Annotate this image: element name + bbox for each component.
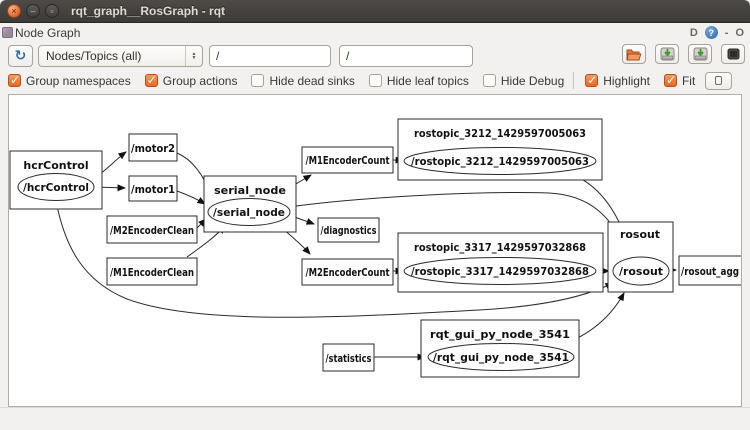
dock-header: Node Graph D ? - O <box>0 23 750 42</box>
checkbox-hide-leaf-topics[interactable]: Hide leaf topics <box>368 73 469 88</box>
hide-dead-sinks-label: Hide dead sinks <box>269 73 355 88</box>
graph-toolbar: ↻ Nodes/Topics (all) ▲ ▼ <box>0 42 750 69</box>
topic-m1encoderclean[interactable] <box>106 257 198 286</box>
topic-label-m1encodercount: /M1EncoderCount <box>306 154 390 167</box>
help-icon[interactable]: ? <box>704 26 718 39</box>
hide-leaf-topics-label: Hide leaf topics <box>386 73 469 88</box>
save-dot-button[interactable] <box>655 44 679 64</box>
topic-m2encodercount[interactable] <box>301 258 394 286</box>
options-row: Group namespaces Group actions Hide dead… <box>0 69 750 92</box>
topic-rosoutagg[interactable] <box>678 255 741 286</box>
node-rostopic3317[interactable] <box>403 257 597 285</box>
topic-label-statistics: /statistics <box>326 352 372 365</box>
folder-open-icon <box>626 49 642 60</box>
topic-motor1[interactable] <box>128 175 178 202</box>
topic-statistics[interactable] <box>322 343 375 372</box>
fit-label: Fit <box>681 73 696 88</box>
highlight-checkbox[interactable] <box>585 73 599 87</box>
fit-in-view-button[interactable] <box>705 71 733 90</box>
dock-minimize-button[interactable]: - <box>724 26 729 39</box>
node-serialnode[interactable] <box>207 198 291 226</box>
spin-up-icon: ▲ <box>191 50 197 57</box>
filter-mode-value: Nodes/Topics (all) <box>46 48 142 63</box>
node-label-rqtnode: /rqt_gui_py_node_3541 <box>433 351 569 364</box>
fit-checkbox[interactable] <box>663 73 677 87</box>
namespace-label-rostopic3212: rostopic_3212_1429597005063 <box>414 127 586 140</box>
window-title: rqt_graph__RosGraph - rqt <box>71 4 226 18</box>
dock-dropdown-button[interactable]: D <box>689 26 698 39</box>
topic-diagnostics[interactable] <box>317 217 380 243</box>
load-dot-button[interactable] <box>622 44 646 64</box>
graph-canvas[interactable]: hcrControl /hcrControl /motor2 /motor1 s… <box>8 94 742 407</box>
window-maximize-button[interactable]: ▫ <box>45 4 59 18</box>
node-label-rostopic3317: /rostopic_3317_1429597032868 <box>411 265 589 278</box>
edge-serialnode-rosout <box>288 192 624 248</box>
namespace-label-serialnode: serial_node <box>214 184 286 197</box>
group-namespaces-checkbox[interactable] <box>8 73 21 87</box>
topic-filter-input[interactable] <box>339 44 473 67</box>
node-rosout[interactable] <box>612 256 670 286</box>
namespace-label-rqtnode: rqt_gui_py_node_3541 <box>430 328 570 341</box>
checkbox-group-namespaces[interactable]: Group namespaces <box>8 73 131 88</box>
node-graph-plugin-icon <box>2 27 13 38</box>
hide-leaf-topics-checkbox[interactable] <box>368 74 382 87</box>
combo-spinner-icon[interactable]: ▲ ▼ <box>185 45 202 66</box>
topic-label-m2encoderclean: /M2EncoderClean <box>110 224 194 237</box>
highlight-label: Highlight <box>603 73 650 88</box>
refresh-button[interactable]: ↻ <box>8 44 33 67</box>
checkbox-group-actions[interactable]: Group actions <box>144 73 238 88</box>
node-rostopic3212[interactable] <box>403 147 597 175</box>
checkbox-hide-debug[interactable]: Hide Debug <box>482 73 565 88</box>
namespace-filter-input[interactable] <box>209 44 331 67</box>
topic-label-motor1: /motor1 <box>131 183 175 196</box>
topic-m2encoderclean[interactable] <box>106 215 198 244</box>
checkbox-fit[interactable]: Fit <box>663 73 696 88</box>
topic-label-m1encoderclean: /M1EncoderClean <box>110 266 194 279</box>
node-label-hcrcontrol: /hcrControl <box>23 181 89 194</box>
edge-hcrcontrol-rosout <box>55 200 614 318</box>
topic-label-motor2: /motor2 <box>131 142 175 155</box>
dock-title: Node Graph <box>15 25 81 40</box>
toolbar-separator <box>573 72 575 89</box>
node-label-rosout: /rosout <box>619 265 663 278</box>
window-close-button[interactable]: × <box>7 4 21 18</box>
node-label-rostopic3212: /rostopic_3212_1429597005063 <box>411 155 589 168</box>
topic-motor2[interactable] <box>128 133 178 162</box>
spin-down-icon: ▼ <box>191 54 197 61</box>
namespace-label-rosout: rosout <box>620 228 660 241</box>
topic-label-rosoutagg: /rosout_agg <box>681 265 739 278</box>
group-actions-label: Group actions <box>162 73 238 88</box>
checkbox-highlight[interactable]: Highlight <box>585 73 650 88</box>
hide-debug-checkbox[interactable] <box>482 74 496 87</box>
node-rqtnode[interactable] <box>427 343 575 371</box>
window-minimize-button[interactable]: – <box>26 4 40 18</box>
dock-float-button[interactable]: O <box>735 26 744 39</box>
checkbox-hide-dead-sinks[interactable]: Hide dead sinks <box>251 73 355 88</box>
dark-square-icon <box>727 48 739 60</box>
edge-motor1-serialnode <box>176 190 206 205</box>
window-titlebar: × – ▫ rqt_graph__RosGraph - rqt <box>0 0 750 23</box>
hide-debug-label: Hide Debug <box>500 73 565 88</box>
save-image-icon <box>693 47 707 61</box>
node-hcrcontrol[interactable] <box>17 173 95 201</box>
clear-graph-button[interactable] <box>721 44 745 64</box>
node-label-serialnode: /serial_node <box>213 206 285 219</box>
topic-label-diagnostics: /diagnostics <box>321 224 377 237</box>
namespace-label-rostopic3317: rostopic_3317_1429597032868 <box>414 241 586 254</box>
group-namespaces-label: Group namespaces <box>26 73 131 88</box>
save-dot-icon <box>660 47 674 61</box>
fit-in-view-icon <box>715 76 723 85</box>
refresh-icon: ↻ <box>14 46 27 63</box>
hide-dead-sinks-checkbox[interactable] <box>251 74 265 87</box>
status-bar <box>0 407 750 430</box>
topic-m1encodercount[interactable] <box>301 146 394 174</box>
save-image-button[interactable] <box>688 44 712 64</box>
group-actions-checkbox[interactable] <box>144 73 158 87</box>
topic-label-m2encodercount: /M2EncoderCount <box>306 266 390 279</box>
filter-mode-combobox[interactable]: Nodes/Topics (all) ▲ ▼ <box>38 44 203 67</box>
namespace-label-hcrcontrol: hcrControl <box>23 159 88 172</box>
